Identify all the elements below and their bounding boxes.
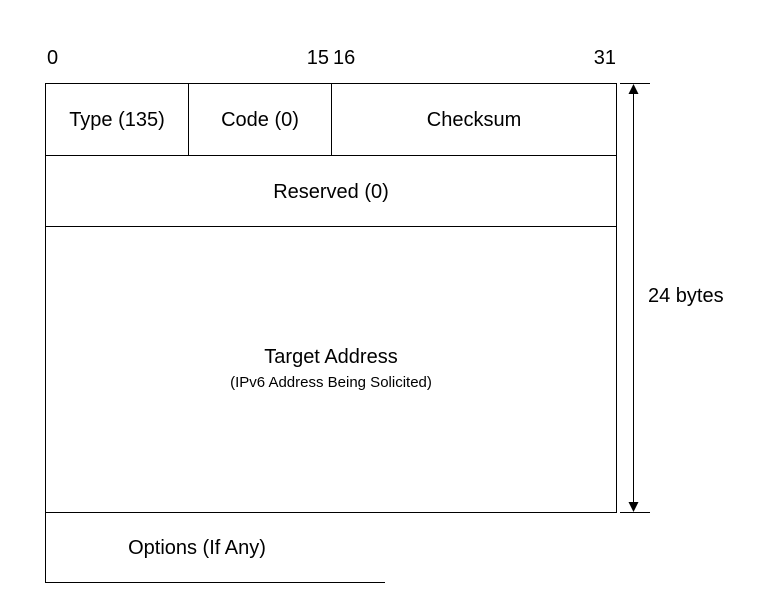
field-options: Options (If Any) — [128, 537, 266, 559]
bit-marker-31: 31 — [594, 47, 616, 69]
field-target-address: Target Address — [264, 346, 397, 368]
field-type: Type (135) — [69, 109, 165, 131]
size-label: 24 bytes — [648, 285, 724, 307]
field-reserved: Reserved (0) — [273, 181, 389, 203]
bit-marker-16: 16 — [333, 47, 355, 69]
bit-marker-15: 15 — [307, 47, 329, 69]
field-code: Code (0) — [221, 109, 299, 131]
bit-marker-0: 0 — [47, 47, 58, 69]
field-target-address-note: (IPv6 Address Being Solicited) — [230, 374, 432, 391]
field-checksum: Checksum — [427, 109, 521, 131]
